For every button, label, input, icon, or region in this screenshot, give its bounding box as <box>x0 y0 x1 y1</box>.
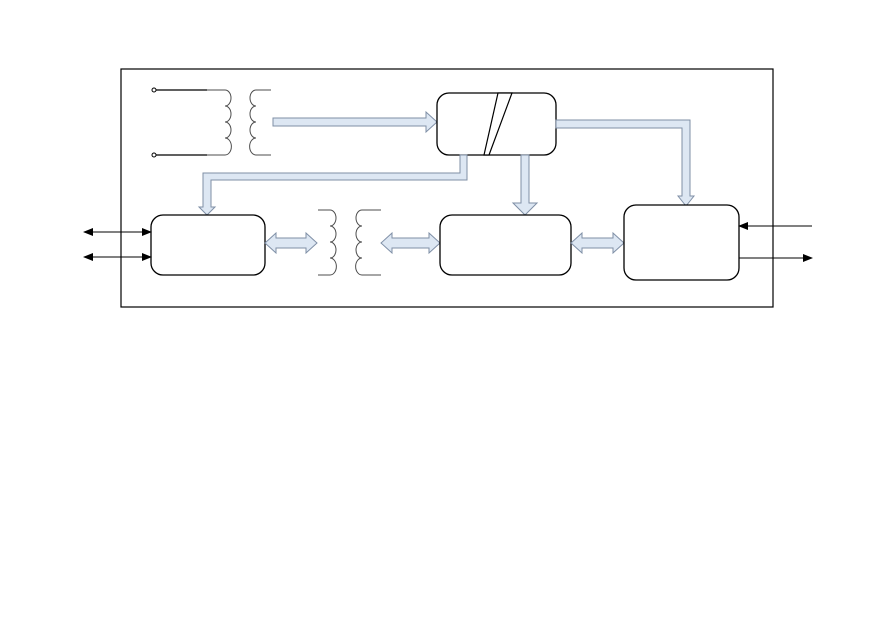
bus-arrow-converter-to-middle-block <box>511 154 539 216</box>
input-terminal-top <box>151 87 157 93</box>
converter-block <box>436 92 557 156</box>
bus-double-arrow-middle-to-right <box>570 231 625 255</box>
right-block <box>623 204 740 281</box>
bus-arrow-transformer-to-converter <box>272 110 438 134</box>
bus-double-arrow-left-to-isolation <box>264 231 318 255</box>
isolation-coil-left <box>318 209 337 276</box>
input-terminal-bottom <box>151 152 157 158</box>
primary-coil <box>207 89 232 156</box>
bus-arrow-converter-to-left-block <box>197 154 468 216</box>
middle-block <box>439 214 572 276</box>
input-transformer <box>151 87 271 158</box>
secondary-coil <box>249 89 271 156</box>
bus-arrow-converter-to-right-block <box>555 119 696 207</box>
converter-divider <box>483 92 513 156</box>
left-block <box>150 214 266 276</box>
isolation-coil-right <box>355 209 381 276</box>
bus-double-arrow-isolation-to-middle <box>380 231 441 255</box>
isolation-transformer <box>318 209 381 276</box>
system-enclosure <box>120 68 774 308</box>
